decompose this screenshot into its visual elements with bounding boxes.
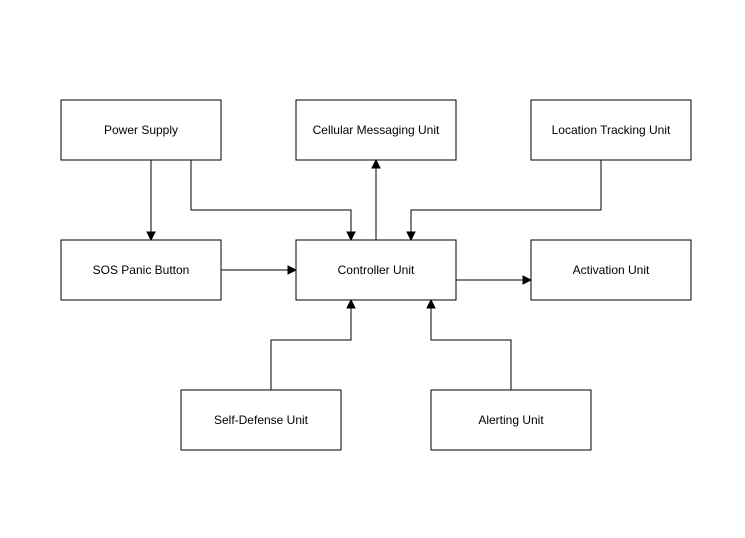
edge-self-defense-unit-to-controller-unit	[270, 298, 356, 390]
node-label: Controller Unit	[338, 263, 415, 277]
node-cellular-messaging-unit: Cellular Messaging Unit	[295, 99, 457, 161]
node-self-defense-unit: Self-Defense Unit	[180, 389, 342, 451]
edge-power-supply-to-controller-unit	[190, 160, 356, 242]
edge-power-supply-to-sos-panic-button	[146, 160, 156, 242]
edge-controller-unit-to-cellular-messaging-unit	[371, 158, 381, 240]
node-location-tracking-unit: Location Tracking Unit	[530, 99, 692, 161]
edge-alerting-unit-to-controller-unit	[426, 298, 512, 390]
edge-location-tracking-unit-to-controller-unit	[406, 160, 602, 242]
node-controller-unit: Controller Unit	[295, 239, 457, 301]
node-power-supply: Power Supply	[60, 99, 222, 161]
node-alerting-unit: Alerting Unit	[430, 389, 592, 451]
node-label: Self-Defense Unit	[214, 413, 309, 427]
node-label: SOS Panic Button	[93, 263, 190, 277]
node-label: Location Tracking Unit	[552, 123, 671, 137]
edge-sos-panic-button-to-controller-unit	[221, 265, 298, 275]
node-activation-unit: Activation Unit	[530, 239, 692, 301]
node-label: Alerting Unit	[478, 413, 544, 427]
node-sos-panic-button: SOS Panic Button	[60, 239, 222, 301]
node-label: Power Supply	[104, 123, 178, 137]
node-label: Activation Unit	[573, 263, 650, 277]
node-label: Cellular Messaging Unit	[313, 123, 440, 137]
edge-controller-unit-to-activation-unit	[456, 275, 533, 285]
